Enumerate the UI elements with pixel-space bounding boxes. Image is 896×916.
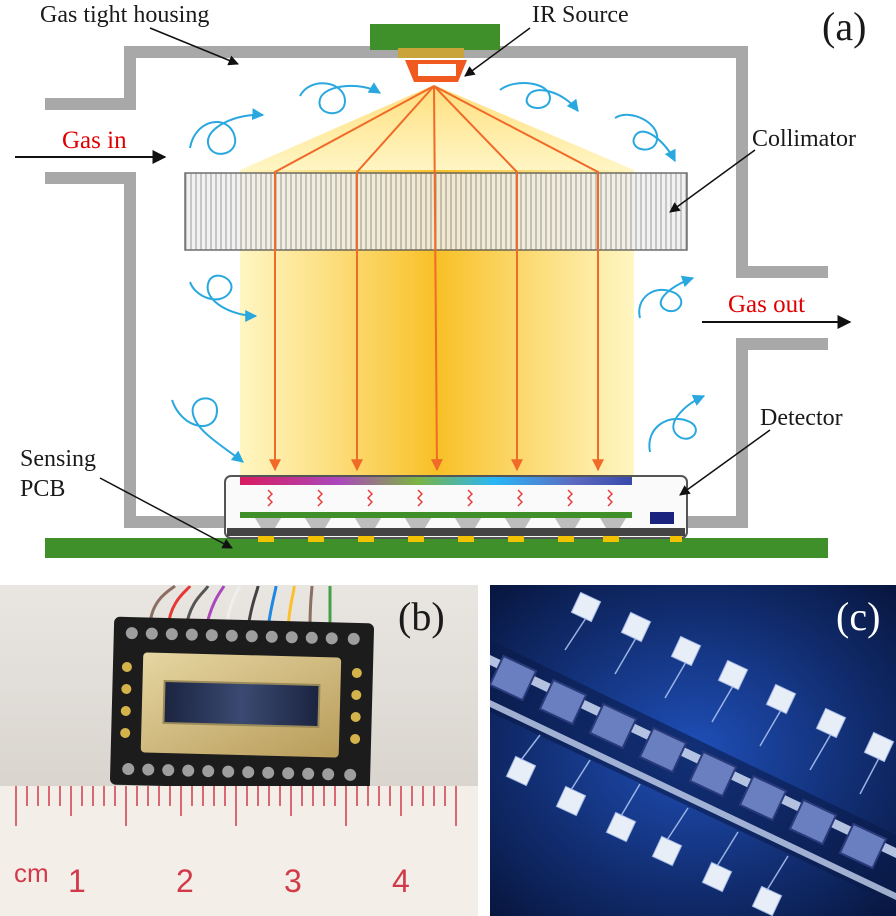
traces xyxy=(520,617,880,891)
bond-pads xyxy=(505,591,895,916)
package-pins xyxy=(120,627,362,781)
label-detector: Detector xyxy=(760,405,843,431)
gas-flow-swirls xyxy=(171,82,706,463)
ruler-number-1: 1 xyxy=(68,863,86,899)
panel-c: (c) xyxy=(490,585,896,916)
label-sensing: Sensing xyxy=(20,446,96,472)
panel-gap-horizontal xyxy=(0,568,896,585)
pcb-leader xyxy=(99,477,233,549)
detector xyxy=(224,475,688,542)
housing-leader xyxy=(149,27,239,66)
ruler-number-3: 3 xyxy=(284,863,302,899)
panel-c-label: (c) xyxy=(836,594,880,639)
ruler-number-2: 2 xyxy=(176,863,194,899)
panel-gap-vertical xyxy=(478,585,490,916)
panel-b-label: (b) xyxy=(398,594,445,639)
detector-chip xyxy=(162,679,321,729)
panel-b: cm 1 2 3 4 (b) xyxy=(0,585,478,916)
label-gas-in: Gas in xyxy=(62,127,127,154)
ir-rays xyxy=(269,85,604,472)
detector-pixels xyxy=(490,654,888,870)
label-ir-source: IR Source xyxy=(532,2,629,28)
ruler-number-4: 4 xyxy=(392,863,410,899)
ir-cone xyxy=(240,85,634,170)
ruler-ticks xyxy=(15,786,457,826)
panel-a: Gas tight housing IR Source Collimator G… xyxy=(15,2,866,558)
collimator-leader xyxy=(669,149,756,213)
label-collimator: Collimator xyxy=(752,126,856,152)
label-pcb: PCB xyxy=(20,476,65,502)
label-gas-out: Gas out xyxy=(728,291,805,318)
ruler: cm 1 2 3 4 xyxy=(0,786,478,916)
source-leader xyxy=(464,27,531,77)
detector-leader xyxy=(679,429,771,496)
ruler-unit: cm xyxy=(14,858,49,888)
die-strip xyxy=(490,640,896,905)
ir-source xyxy=(370,24,500,82)
sensing-pcb xyxy=(45,538,828,558)
panel-a-label: (a) xyxy=(822,4,866,49)
label-gas-tight-housing: Gas tight housing xyxy=(40,2,209,28)
